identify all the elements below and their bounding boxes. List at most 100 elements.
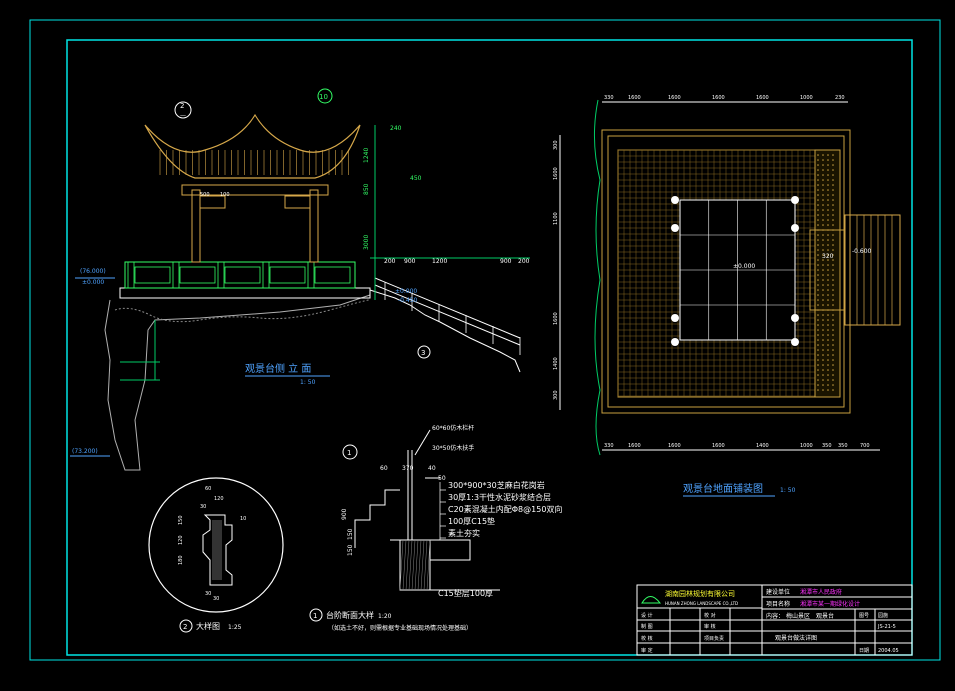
- company-logo-icon: [641, 596, 662, 604]
- plan-dot: [827, 324, 829, 326]
- plan-dot: [827, 269, 829, 271]
- plan-dot: [822, 349, 824, 351]
- plan-dot: [817, 314, 819, 316]
- plan-dot: [817, 344, 819, 346]
- plan-terrain-left: [593, 99, 601, 456]
- plan-dot: [832, 334, 834, 336]
- section-bottom-label: C15垫层100厚: [438, 588, 493, 598]
- plan-dot: [822, 314, 824, 316]
- section-dim: 50: [438, 475, 446, 482]
- small-level-2: -0.450: [398, 297, 418, 304]
- dim-240: 240: [390, 125, 402, 132]
- section-dim: 150: [347, 544, 354, 556]
- plan-dot: [827, 199, 829, 201]
- plan-dot: [822, 239, 824, 241]
- plan-dot: [832, 159, 834, 161]
- plan-dot: [817, 164, 819, 166]
- plan-dot: [822, 379, 824, 381]
- client-value: 湘潭市人民政府: [800, 588, 842, 596]
- plan-dot: [832, 199, 834, 201]
- section-top-label-2: 30*50仿木扶手: [432, 444, 474, 452]
- plan-top-dim: 1600: [668, 95, 681, 101]
- plan-dot: [822, 204, 824, 206]
- plan-dot: [827, 274, 829, 276]
- drawing-name: 观景台做法详图: [775, 634, 817, 642]
- plan-dot: [832, 264, 834, 266]
- plan-dot: [827, 314, 829, 316]
- role-approve: 审 定: [641, 647, 653, 654]
- meta-date-label: 日期: [859, 648, 869, 654]
- plan-dot: [832, 294, 834, 296]
- plan-dot: [822, 154, 824, 156]
- plan-dot: [832, 284, 834, 286]
- plan-dot: [832, 254, 834, 256]
- elevation-title: 观景台侧 立 面: [245, 362, 311, 375]
- plan-dot: [827, 159, 829, 161]
- plan-dot: [822, 264, 824, 266]
- plan-dot: [817, 379, 819, 381]
- plan-dot: [817, 259, 819, 261]
- plan-dot: [817, 204, 819, 206]
- callout-top-number: 2: [180, 102, 184, 110]
- plan-dot: [827, 279, 829, 281]
- section-material-labels: 300*900*30芝麻白花岗岩30厚1:3干性水泥砂浆结合层C20素混凝土内配…: [439, 480, 562, 540]
- plan-dot: [817, 264, 819, 266]
- section-dim: 40: [428, 465, 436, 472]
- plan-bottom-dim: 1600: [712, 443, 725, 449]
- plan-dot: [827, 344, 829, 346]
- role-proof: 校 对: [704, 612, 716, 619]
- plan-dot: [827, 339, 829, 341]
- plan-left-dim: 1600: [553, 167, 559, 180]
- plan-dot: [822, 384, 824, 386]
- plan-dot: [817, 274, 819, 276]
- dim-3000: 3000: [363, 235, 370, 250]
- plan-dot: [817, 224, 819, 226]
- column-marker: [791, 314, 799, 322]
- plan-dot: [832, 324, 834, 326]
- pavilion-elevation: (76.000) ±0.000 (73.200) 2 — 10 3 1240 8…: [70, 88, 530, 471]
- plan-top-dim: 1600: [712, 95, 725, 101]
- plan-dot: [827, 369, 829, 371]
- stair-section: 1 300*900*30芝麻白花岗岩30厚1:3干性水泥砂浆结合层C20素混凝土…: [309, 424, 562, 632]
- section-dim: 900: [341, 508, 348, 520]
- plan-dot: [827, 374, 829, 376]
- stair-callout-number: 3: [421, 349, 425, 357]
- plan-dot: [817, 279, 819, 281]
- plan-side-dim: 320: [822, 253, 834, 260]
- balustrade-post: [127, 261, 135, 289]
- company-name: 湖南园林规划有限公司: [665, 589, 735, 598]
- roof-outline: [144, 113, 361, 179]
- client-label: 建设单位: [766, 588, 790, 596]
- detail-dim: 30: [213, 596, 219, 602]
- plan-dot: [822, 189, 824, 191]
- plan-dot: [822, 169, 824, 171]
- detail-dim: 150: [178, 515, 184, 525]
- plan-dot: [832, 289, 834, 291]
- section-hatch-line: [426, 539, 431, 591]
- role-design: 设 计: [641, 612, 653, 619]
- plan-inner-border: [607, 135, 845, 408]
- section-callout-circle: [309, 608, 323, 622]
- plan-dot: [827, 384, 829, 386]
- section-top-callout-number: 1: [347, 449, 351, 457]
- plan-dot: [827, 334, 829, 336]
- role-lead: 项目负责: [704, 635, 724, 642]
- plan-dot: [822, 299, 824, 301]
- plan-dot: [817, 209, 819, 211]
- plan-dot: [827, 154, 829, 156]
- section-hatch-line: [399, 539, 404, 591]
- detail-dim: 30: [205, 591, 211, 597]
- bracket-right: [284, 195, 311, 209]
- plan-dot: [832, 329, 834, 331]
- plan-dot: [827, 264, 829, 266]
- plan-dot: [827, 204, 829, 206]
- plan-side-dots: [817, 154, 834, 391]
- plan-dot: [822, 364, 824, 366]
- plan-dot: [822, 159, 824, 161]
- plan-stair-outline: [844, 214, 901, 326]
- stairs-profile: [369, 289, 521, 373]
